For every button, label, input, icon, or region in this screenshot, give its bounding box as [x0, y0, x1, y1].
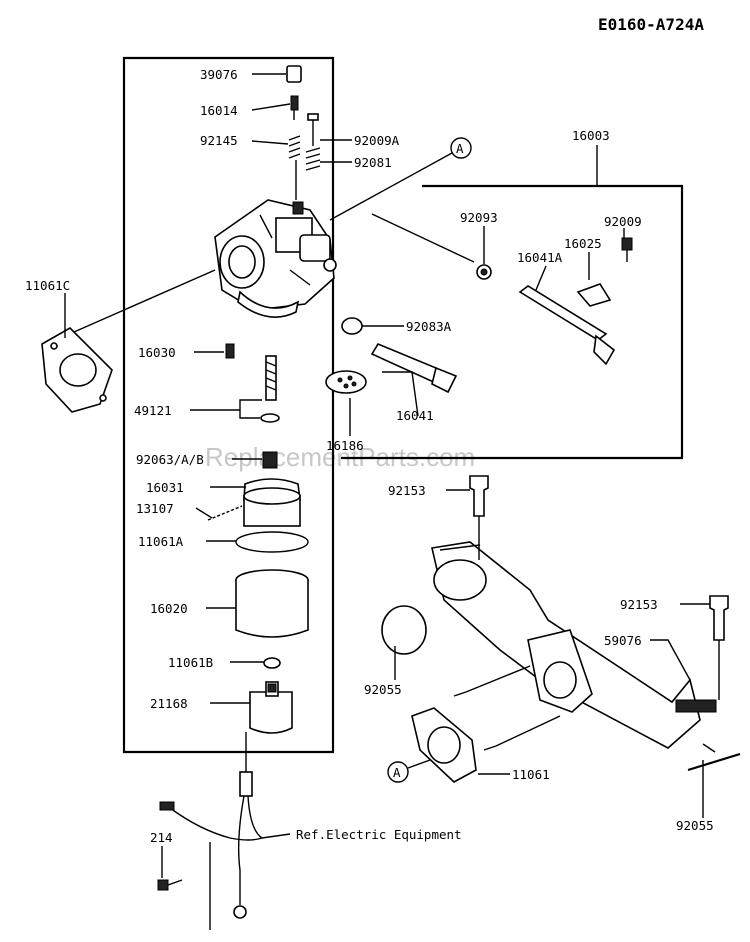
label-11061a: 11061A [138, 534, 184, 549]
o-ring-92055 [381, 605, 427, 655]
label-39076: 39076 [200, 67, 238, 82]
label-16041a: 16041A [517, 250, 563, 265]
label-16003: 16003 [572, 128, 610, 143]
svg-text:A: A [456, 141, 464, 156]
label-16025: 16025 [564, 236, 602, 251]
svg-text:A: A [393, 765, 401, 780]
label-16031: 16031 [146, 480, 184, 495]
leader-lines [64, 73, 710, 878]
lower-loose-parts [225, 343, 280, 469]
callout-marker-bottom: A [387, 761, 409, 783]
label-92063ab: 92063/A/B [136, 452, 204, 467]
solenoid-wiring [157, 732, 291, 930]
label-16030: 16030 [138, 345, 176, 360]
top-fittings [286, 65, 321, 200]
throttle-shaft-parts [325, 213, 633, 394]
label-92083a: 92083A [406, 319, 452, 334]
carburetor-group-bracket [122, 56, 335, 754]
diagram-code: E0160-A724A [598, 15, 704, 34]
label-214: 214 [150, 830, 173, 845]
label-92145: 92145 [200, 133, 238, 148]
label-92093: 92093 [460, 210, 498, 225]
label-59076: 59076 [604, 633, 642, 648]
label-92153-b: 92153 [620, 597, 658, 612]
reference-note: Ref.Electric Equipment [296, 827, 462, 842]
label-92055-b: 92055 [676, 818, 714, 833]
label-16014: 16014 [200, 103, 238, 118]
intake-manifold [431, 541, 717, 751]
callout-marker-top: A [450, 137, 472, 159]
label-49121: 49121 [134, 403, 172, 418]
label-16186: 16186 [326, 438, 364, 453]
label-11061: 11061 [512, 767, 550, 782]
carburetor-body [214, 199, 337, 318]
label-92055-a: 92055 [364, 682, 402, 697]
label-92009a: 92009A [354, 133, 400, 148]
gasket-11061c [41, 327, 113, 413]
label-92153-a: 92153 [388, 483, 426, 498]
gasket-11061 [411, 707, 477, 783]
label-11061c: 11061C [25, 278, 70, 293]
label-16041: 16041 [396, 408, 434, 423]
label-21168: 21168 [150, 696, 188, 711]
label-92081: 92081 [354, 155, 392, 170]
pin-92055 [687, 752, 741, 772]
label-92009: 92009 [604, 214, 642, 229]
label-13107: 13107 [136, 501, 174, 516]
manifold-bolts [469, 475, 729, 700]
label-11061b: 11061B [168, 655, 213, 670]
throttle-shaft-group-bracket [341, 184, 684, 460]
label-16020: 16020 [150, 601, 188, 616]
float-bowl-assembly [207, 478, 309, 734]
